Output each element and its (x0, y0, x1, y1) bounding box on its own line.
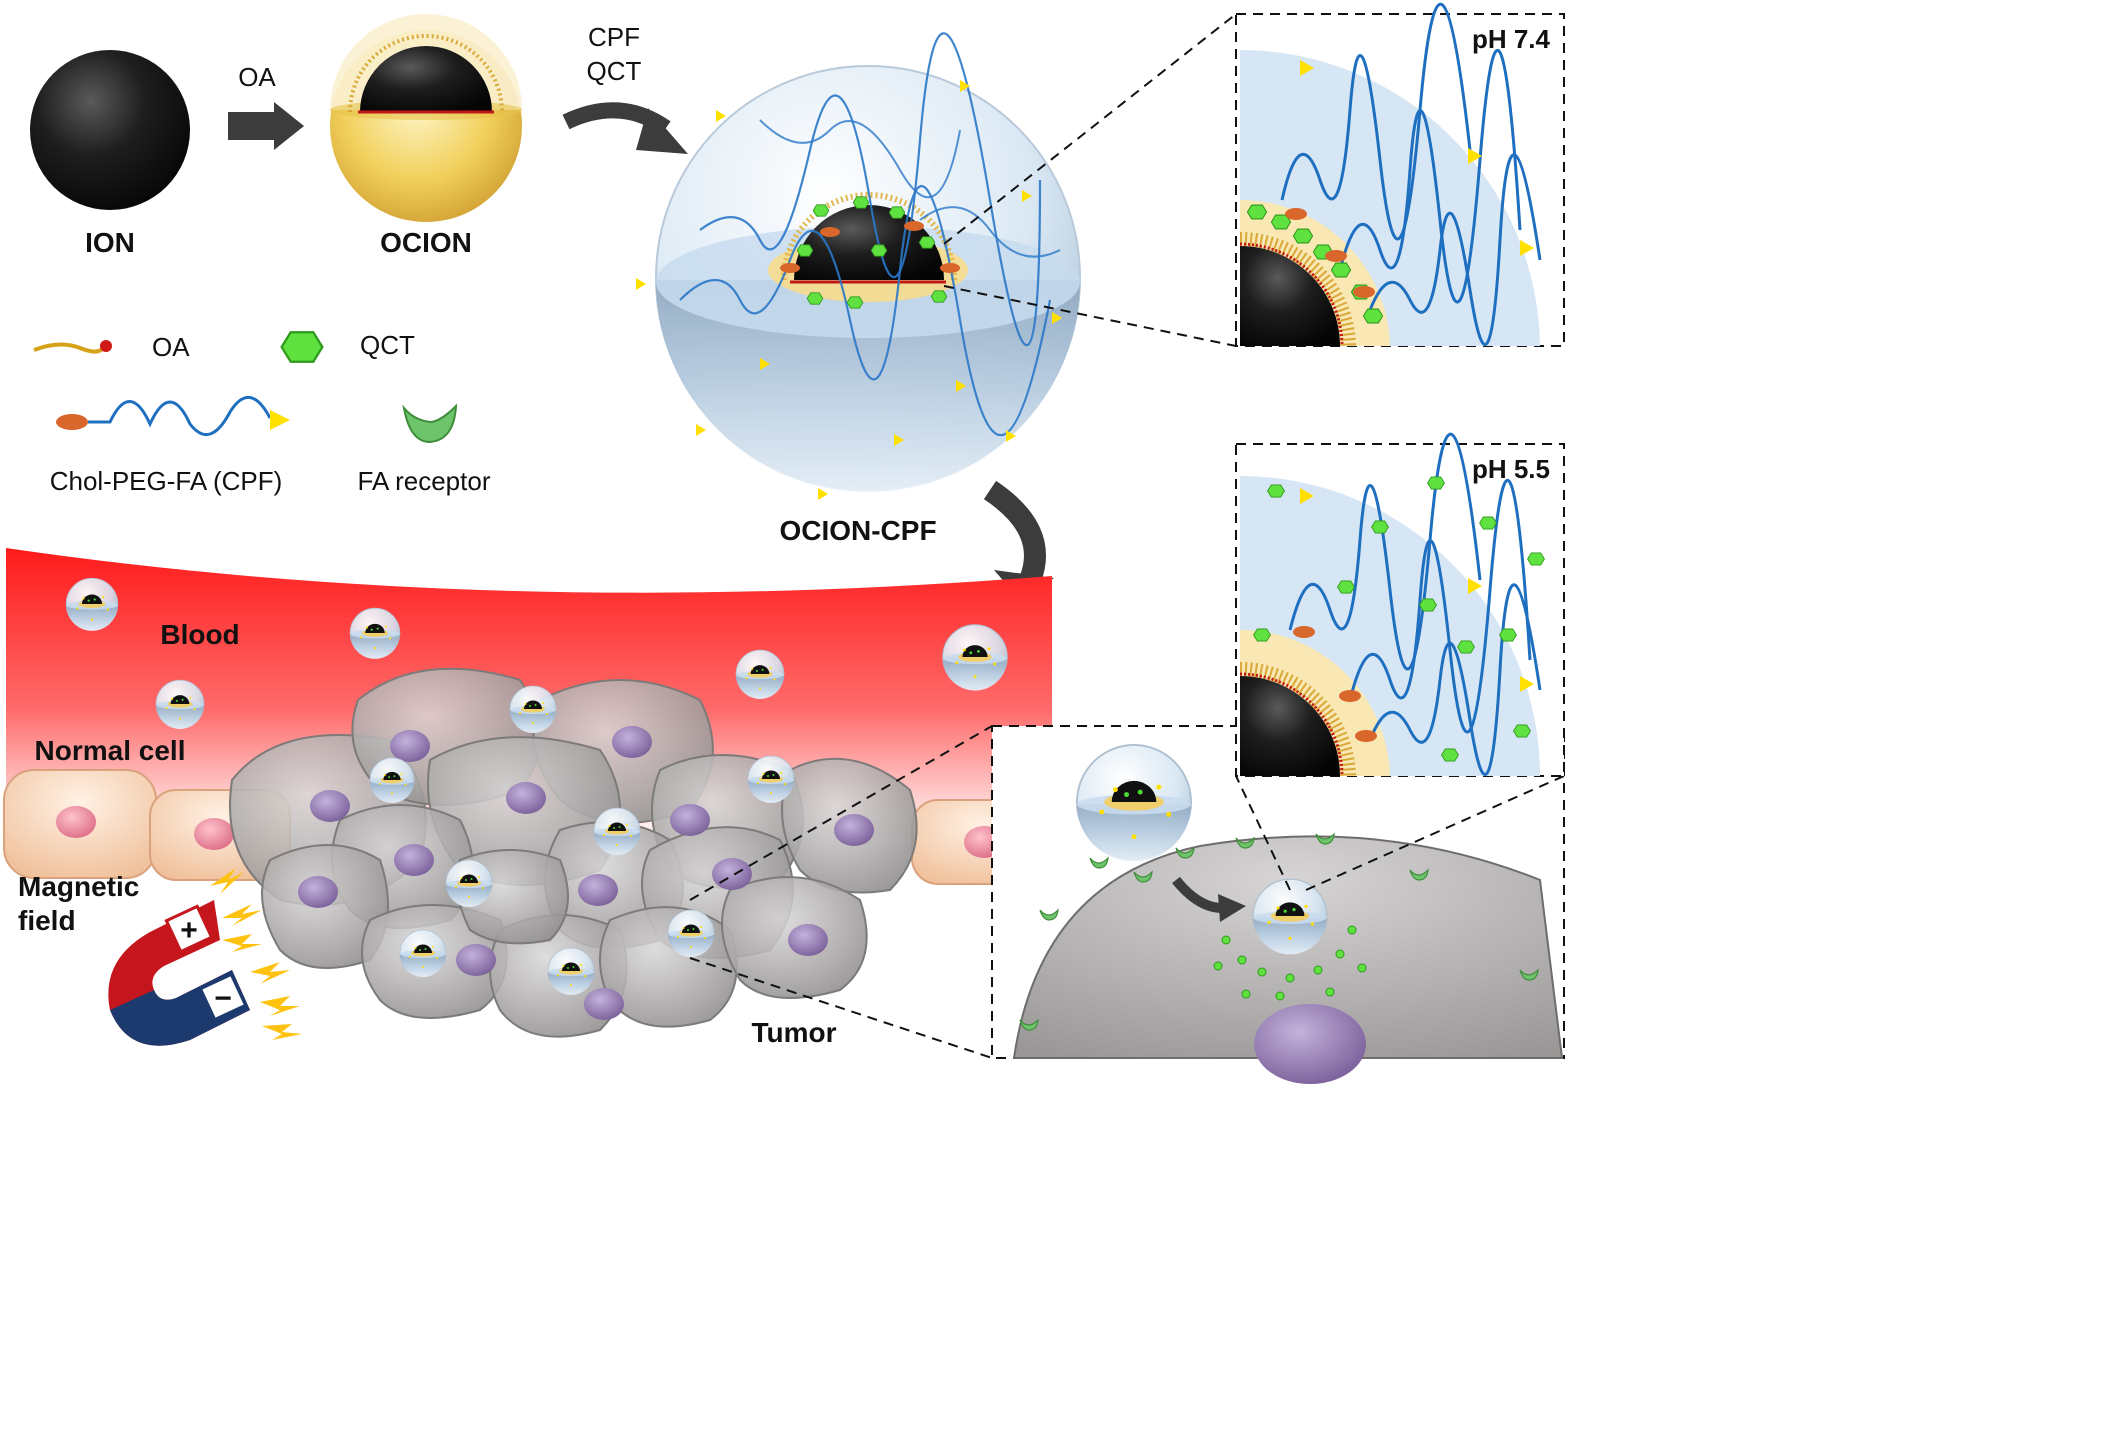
ph55-label: pH 5.5 (1472, 454, 1550, 484)
zoom-line-tumor-top (689, 725, 993, 901)
hexagon-icon (280, 331, 324, 363)
legend-oa (33, 340, 112, 354)
tumor-cell-zoom-panel (991, 725, 1565, 1084)
zoom-line-ph55-left (1235, 775, 1291, 891)
legend-qct-label: QCT (360, 330, 415, 360)
legend-cpf (56, 395, 290, 436)
normal-cell-label: Normal cell (35, 735, 186, 766)
ocion-cpf-label: OCION-CPF (779, 515, 936, 546)
zoom-line-top (943, 13, 1237, 245)
legend-fa-receptor-label: FA receptor (358, 466, 491, 496)
ion-core (30, 50, 190, 210)
blood-label: Blood (160, 619, 239, 650)
zoom-line-tumor-bottom (689, 957, 993, 1059)
curved-arrow-icon (562, 102, 688, 154)
ocion-cpf-particle (636, 32, 1081, 500)
cpf-label: CPF (588, 22, 640, 52)
legend-cpf-label: Chol-PEG-FA (CPF) (50, 466, 283, 496)
magnetic-field-label-2: field (18, 905, 76, 936)
magnet-minus: − (214, 982, 232, 1015)
curved-arrow-icon (1172, 876, 1246, 922)
ph55-panel (1235, 432, 1565, 777)
qct-label: QCT (587, 56, 642, 86)
ph74-panel (1235, 2, 1565, 347)
magnet-plus: + (180, 914, 198, 947)
ocion-particle (330, 14, 522, 222)
ph74-label: pH 7.4 (1472, 24, 1551, 54)
folate-receptor-icon (402, 403, 458, 444)
ion-label: ION (85, 227, 135, 258)
oa-arrow-label: OA (238, 62, 276, 92)
arrow-right-icon (228, 102, 304, 150)
zoom-line-ph55-right (1305, 775, 1565, 891)
tumor-label: Tumor (751, 1017, 836, 1048)
magnetic-field-label: Magnetic (18, 871, 139, 902)
lightning-icon (210, 868, 302, 1040)
legend-oa-label: OA (152, 332, 190, 362)
ocion-label: OCION (380, 227, 472, 258)
magnet-icon (108, 900, 250, 1046)
